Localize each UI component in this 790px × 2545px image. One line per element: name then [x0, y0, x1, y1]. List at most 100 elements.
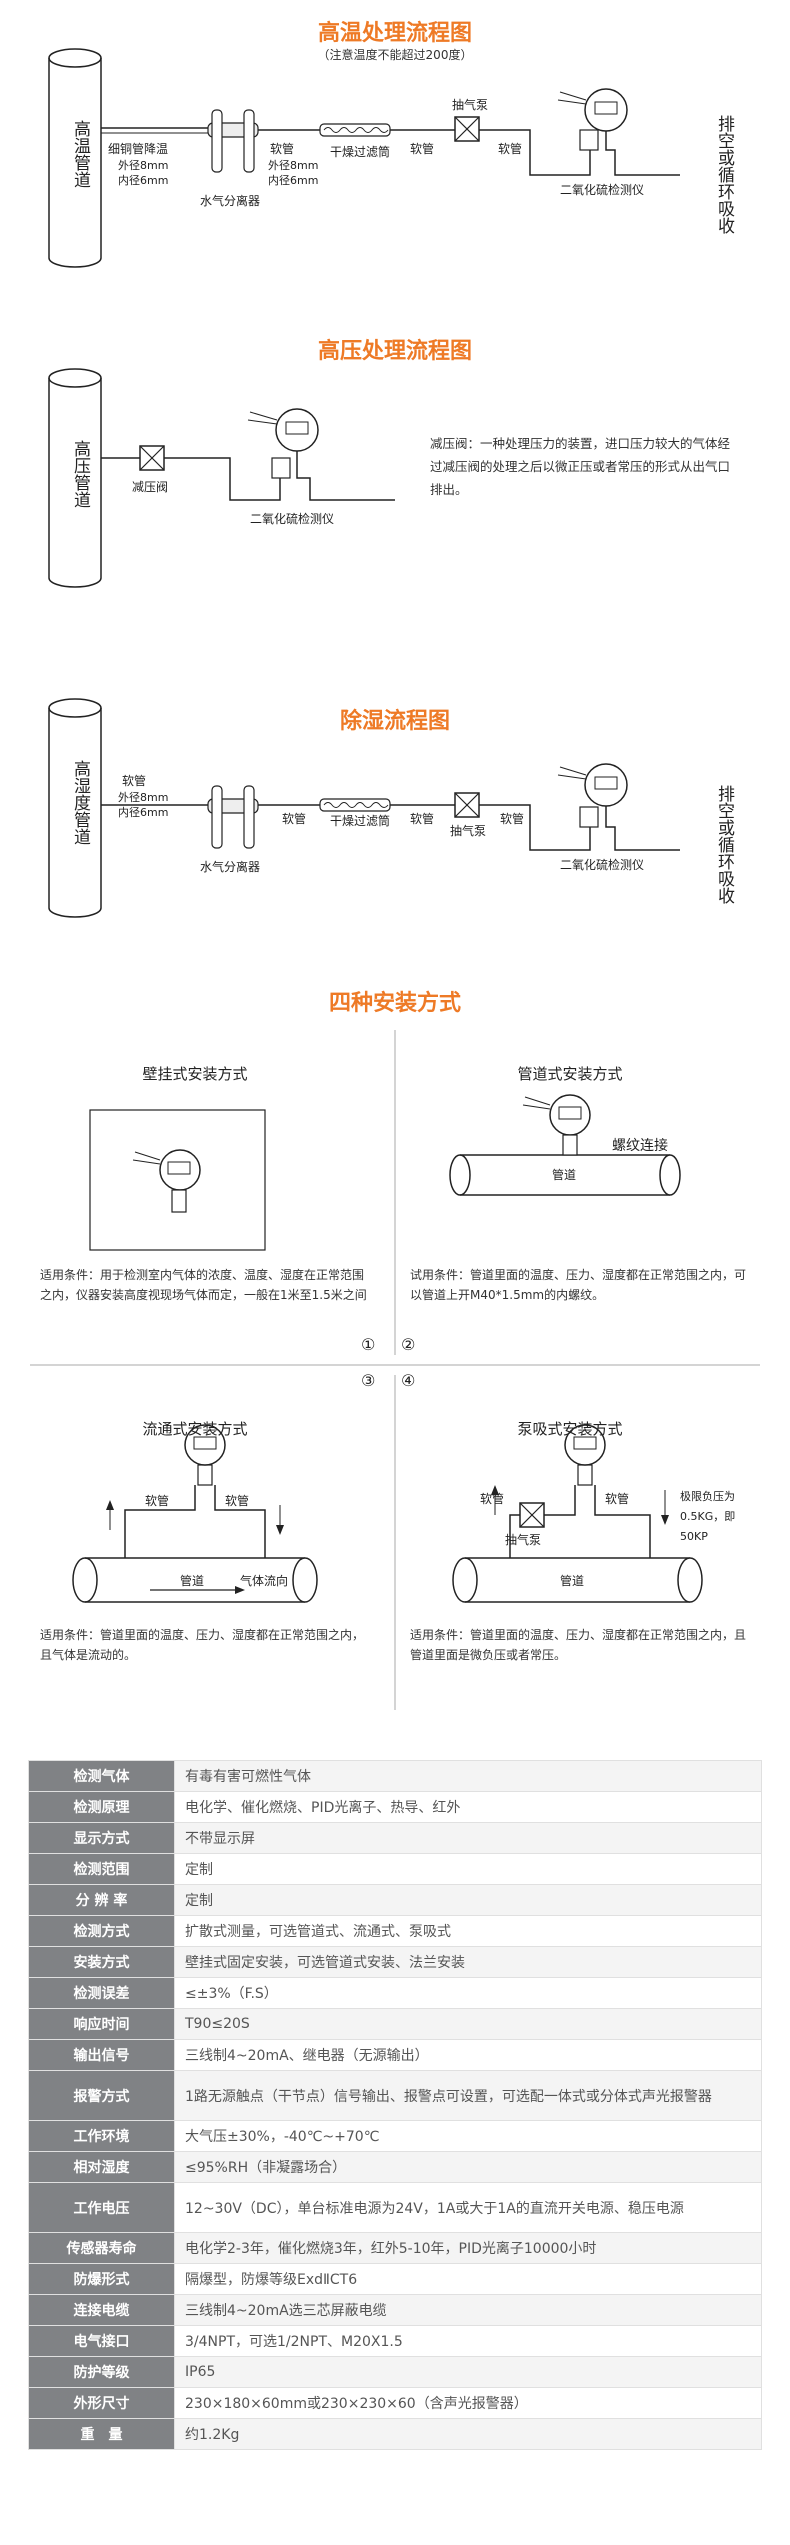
separator-label: 水气分离器 — [200, 194, 261, 208]
pipe-cond: 试用条件：管道里面的温度、压力、湿度都在正常范围之内，可以管道上开M40*1.5… — [410, 1268, 747, 1302]
pump-limit: 极限负压为0.5KG，即50KP — [680, 1490, 736, 1543]
hh-detector-label: 二氧化硫检测仪 — [560, 858, 645, 872]
spec-value: 定制 — [174, 1853, 762, 1885]
high-pressure-flow-diagram — [48, 368, 395, 588]
flow-title: 流通式安装方式 — [142, 1420, 248, 1438]
spec-row: 检测误差≤±3%（F.S） — [28, 1977, 762, 2009]
spec-value: 定制 — [174, 1884, 762, 1916]
spec-key: 显示方式 — [28, 1822, 175, 1854]
spec-row: 安装方式壁挂式固定安装，可选管道式安装、法兰安装 — [28, 1946, 762, 1978]
section1-note: （注意温度不能超过200度） — [317, 48, 473, 62]
spec-key: 防护等级 — [28, 2356, 175, 2388]
section4-title: 四种安装方式 — [328, 991, 461, 1016]
wall-cond: 适用条件：用于检测室内气体的浓度、温度、湿度在正常范围之内，仪器安装高度视现场气… — [40, 1268, 367, 1302]
num-2: ② — [401, 1335, 416, 1354]
pump-pump-label: 抽气泵 — [505, 1533, 542, 1547]
flow-pipe-label: 管道 — [180, 1574, 205, 1588]
spec-value: IP65 — [174, 2356, 762, 2388]
hh-hose3-label: 软管 — [500, 812, 525, 826]
spec-key: 工作环境 — [28, 2120, 175, 2152]
spec-key: 分 辨 率 — [28, 1884, 175, 1916]
wall-title: 壁挂式安装方式 — [142, 1065, 248, 1083]
pump-label: 抽气泵 — [452, 98, 489, 112]
spec-value: 电化学、催化燃烧、PID光离子、热导、红外 — [174, 1791, 762, 1823]
spec-value: 1路无源触点（干节点）信号输出、报警点可设置，可选配一体式或分体式声光报警器 — [174, 2070, 762, 2121]
hh-exhaust-label: 排空或循环吸收 — [714, 785, 734, 904]
spec-value: 隔爆型，防爆等级ExdⅡCT6 — [174, 2263, 762, 2295]
hh-hose-label: 软管 — [122, 774, 147, 788]
pipe-title: 管道式安装方式 — [517, 1065, 623, 1083]
cool-id: 内径6mm — [118, 174, 169, 187]
spec-value: 大气压±30%，-40℃~+70℃ — [174, 2120, 762, 2152]
spec-key: 报警方式 — [28, 2070, 175, 2121]
pump-hose-l: 软管 — [480, 1492, 505, 1506]
hp-pipe-label: 高压管道 — [70, 440, 90, 508]
spec-key: 外形尺寸 — [28, 2387, 175, 2419]
spec-row: 显示方式不带显示屏 — [28, 1822, 762, 1854]
section3-title: 除湿流程图 — [339, 709, 450, 734]
spec-key: 检测方式 — [28, 1915, 175, 1947]
spec-row: 相对湿度≤95%RH（非凝露场合） — [28, 2151, 762, 2183]
hh-hose-id: 内径6mm — [118, 806, 169, 819]
hh-hose-od: 外径8mm — [118, 791, 169, 804]
spec-row: 输出信号三线制4~20mA、继电器（无源输出） — [28, 2039, 762, 2071]
install-methods-grid — [30, 1030, 760, 1710]
spec-value: 12~30V（DC），单台标准电源为24V，1A或大于1A的直流开关电源、稳压电… — [174, 2182, 762, 2233]
spec-value: 扩散式测量，可选管道式、流通式、泵吸式 — [174, 1915, 762, 1947]
cool-label: 细铜管降温 — [108, 142, 169, 156]
spec-value: 壁挂式固定安装，可选管道式安装、法兰安装 — [174, 1946, 762, 1978]
spec-value: 电化学2-3年，催化燃烧3年，红外5-10年，PID光离子10000小时 — [174, 2232, 762, 2264]
spec-row: 连接电缆三线制4~20mA选三芯屏蔽电缆 — [28, 2294, 762, 2326]
spec-table: 检测气体有毒有害可燃性气体检测原理电化学、催化燃烧、PID光离子、热导、红外显示… — [28, 1760, 762, 2450]
hh-pump-label: 抽气泵 — [450, 824, 487, 838]
hh-hose1-label: 软管 — [282, 812, 307, 826]
spec-key: 安装方式 — [28, 1946, 175, 1978]
spec-key: 传感器寿命 — [28, 2232, 175, 2264]
num-3: ③ — [361, 1371, 376, 1390]
spec-key: 工作电压 — [28, 2182, 175, 2233]
high-temp-flow-diagram — [48, 48, 680, 268]
spec-key: 检测范围 — [28, 1853, 175, 1885]
spec-row: 传感器寿命电化学2-3年，催化燃烧3年，红外5-10年，PID光离子10000小… — [28, 2232, 762, 2264]
flow-dir-label: 气体流向 — [240, 1574, 289, 1588]
spec-key: 相对湿度 — [28, 2151, 175, 2183]
hose1-od: 外径8mm — [268, 159, 319, 172]
pipe-thread-label: 螺纹连接 — [612, 1138, 668, 1154]
pump-cond: 适用条件：管道里面的温度、压力、湿度都在正常范围之内，且管道里面是微负压或者常压… — [410, 1628, 747, 1662]
spec-row: 检测范围定制 — [28, 1853, 762, 1885]
spec-key: 电气接口 — [28, 2325, 175, 2357]
cool-od: 外径8mm — [118, 159, 169, 172]
pipe-top — [48, 48, 102, 68]
hh-filter-label: 干燥过滤筒 — [330, 814, 391, 828]
hose3-label: 软管 — [498, 142, 523, 156]
spec-key: 检测误差 — [28, 1977, 175, 2009]
spec-value: 3/4NPT，可选1/2NPT、M20X1.5 — [174, 2325, 762, 2357]
spec-value: 约1.2Kg — [174, 2418, 762, 2450]
hose1-id: 内径6mm — [268, 174, 319, 187]
dehumidify-flow-diagram — [48, 698, 680, 918]
spec-key: 输出信号 — [28, 2039, 175, 2071]
hose2-label: 软管 — [410, 142, 435, 156]
hose1-label: 软管 — [270, 142, 295, 156]
spec-row: 防爆形式隔爆型，防爆等级ExdⅡCT6 — [28, 2263, 762, 2295]
hh-pipe-label: 高湿度管道 — [70, 760, 90, 845]
section1-title: 高温处理流程图 — [317, 21, 472, 46]
spec-row: 检测原理电化学、催化燃烧、PID光离子、热导、红外 — [28, 1791, 762, 1823]
hh-hose2-label: 软管 — [410, 812, 435, 826]
spec-row: 分 辨 率定制 — [28, 1884, 762, 1916]
spec-value: T90≤20S — [174, 2008, 762, 2040]
flow-hose-l: 软管 — [145, 1494, 170, 1508]
section2-title: 高压处理流程图 — [317, 339, 472, 364]
pump-pipe-label: 管道 — [560, 1574, 585, 1588]
spec-key: 连接电缆 — [28, 2294, 175, 2326]
spec-value: 有毒有害可燃性气体 — [174, 1760, 762, 1792]
num-1: ① — [361, 1335, 376, 1354]
valve-label: 减压阀 — [132, 480, 169, 494]
pipe-label: 高温管道 — [70, 120, 90, 188]
flow-hose-r: 软管 — [225, 1494, 250, 1508]
